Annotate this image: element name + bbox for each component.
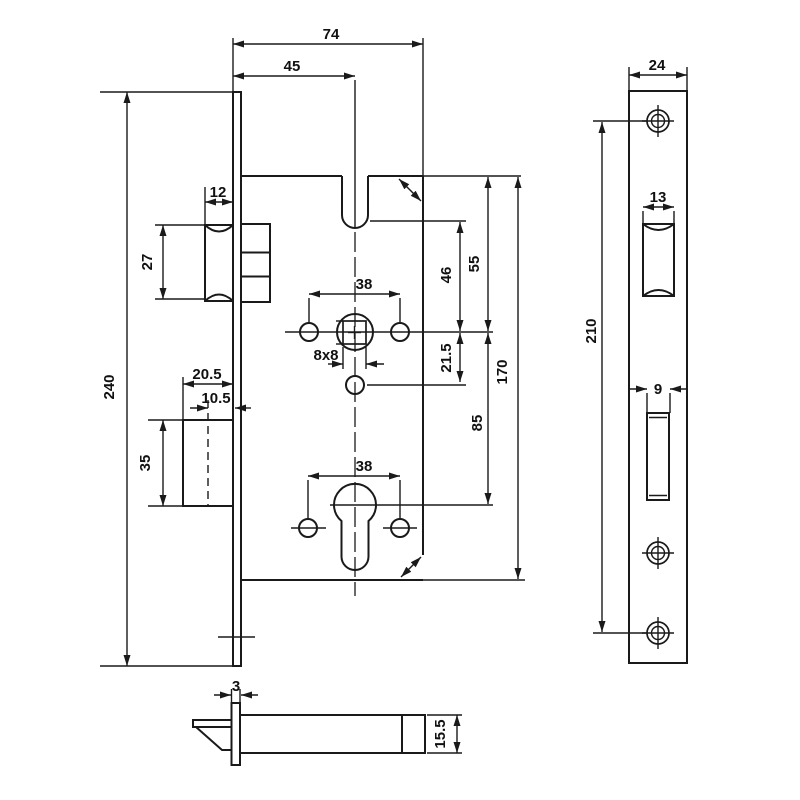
dim-8x8: 8x8 <box>313 347 384 369</box>
dim-13: 13 <box>642 189 675 223</box>
latch-cutout <box>642 223 675 297</box>
latch-bolt-top-view <box>192 714 426 754</box>
dim-85: 85 <box>469 333 492 504</box>
dim-label-170: 170 <box>494 359 511 384</box>
dim-label-3: 3 <box>232 678 240 695</box>
dim-45: 45 <box>233 58 356 228</box>
dim-240: 240 <box>100 91 233 667</box>
dim-label-74: 74 <box>323 26 340 43</box>
faceplate-front-view: 24 210 13 9 <box>583 57 688 664</box>
latch-bevel <box>192 719 232 751</box>
dim-label-55: 55 <box>466 256 483 273</box>
dim-10-5: 10.5 <box>190 390 251 412</box>
dim-38-upper: 38 <box>308 276 401 322</box>
dim-74: 74 <box>232 26 423 92</box>
dim-label-45: 45 <box>284 58 301 75</box>
faceplate-edge <box>218 91 255 667</box>
dim-label-46: 46 <box>438 267 455 284</box>
latch-bolt <box>204 223 271 303</box>
dim-9: 9 <box>630 381 687 413</box>
faceplate-outline <box>628 90 688 664</box>
dim-label-85: 85 <box>469 415 486 432</box>
dim-210: 210 <box>583 120 647 634</box>
dim-label-20-5: 20.5 <box>192 366 221 383</box>
corner-chamfer-top-arrow <box>398 178 422 202</box>
dim-20-5: 20.5 <box>182 366 233 420</box>
dim-3: 3 <box>214 678 258 699</box>
dim-label-21-5: 21.5 <box>438 343 455 372</box>
dim-38-lower: 38 <box>307 458 401 518</box>
lock-body-outline <box>241 38 525 581</box>
dim-label-27: 27 <box>139 254 156 271</box>
dim-35: 35 <box>137 419 183 507</box>
dim-label-13: 13 <box>650 189 667 206</box>
dim-label-15-5: 15.5 <box>432 719 449 748</box>
dim-label-24: 24 <box>649 57 666 74</box>
dim-label-10-5: 10.5 <box>201 390 230 407</box>
dim-label-12: 12 <box>210 184 227 201</box>
deadbolt-cutout <box>646 412 670 501</box>
dim-170: 170 <box>494 177 522 579</box>
dim-label-8x8: 8x8 <box>313 347 338 364</box>
latch-detail-view: 3 15.5 <box>192 678 462 766</box>
corner-chamfer-bottom-arrow <box>400 556 422 578</box>
dim-46: 46 <box>438 222 464 331</box>
euro-cylinder-cutout <box>291 483 417 571</box>
dim-label-210: 210 <box>583 318 600 343</box>
dim-12: 12 <box>204 184 233 225</box>
dim-label-240: 240 <box>101 374 118 399</box>
dim-label-38-lower: 38 <box>356 458 373 475</box>
dim-label-38-upper: 38 <box>356 276 373 293</box>
screw-hole-middle <box>642 537 674 569</box>
dim-55: 55 <box>466 177 492 331</box>
dim-27: 27 <box>139 224 205 300</box>
deadbolt <box>182 400 234 507</box>
dim-label-9: 9 <box>654 381 662 398</box>
latch-tail <box>240 223 271 303</box>
dim-label-35: 35 <box>137 455 154 472</box>
dim-24: 24 <box>628 57 688 91</box>
dim-21-5: 21.5 <box>438 333 464 382</box>
dim-15-5: 15.5 <box>427 714 462 754</box>
lock-case-view: 74 45 240 12 27 <box>100 26 525 667</box>
